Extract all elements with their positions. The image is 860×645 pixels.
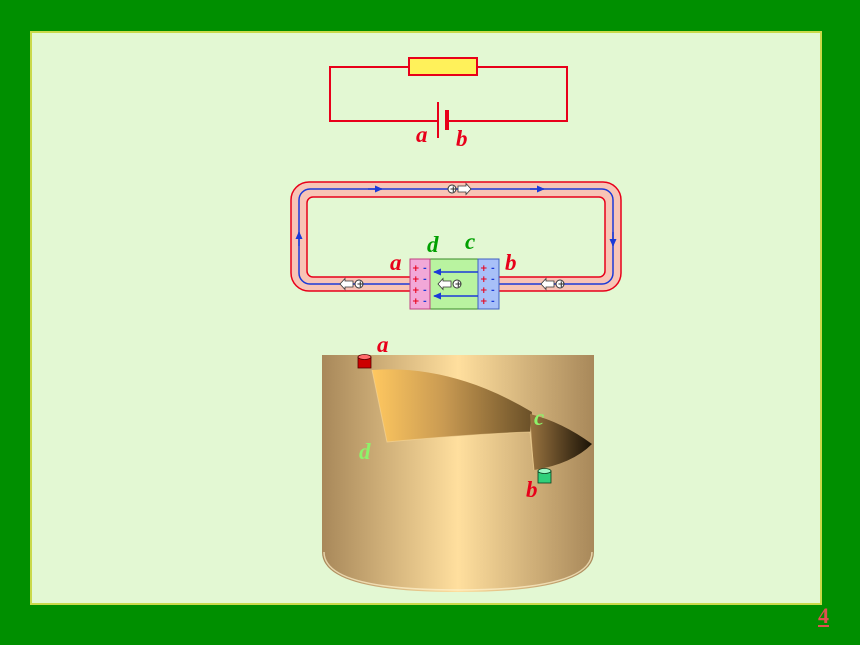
ramp-surface — [372, 369, 532, 442]
svg-text:+: + — [480, 275, 488, 285]
terminal-b-plate — [477, 258, 500, 310]
label-b-mid: b — [505, 250, 517, 275]
svg-text:+: + — [412, 297, 420, 307]
terminal-b-charges: + - + - + - + - — [480, 264, 495, 307]
slide-panel: a b + + + — [30, 31, 822, 605]
ramp-shadow — [530, 414, 592, 470]
cylinder-bottom-edge — [323, 551, 593, 591]
positive-charge-top: + — [447, 182, 472, 196]
label-c-cyl: c — [534, 405, 544, 430]
label-a-mid: a — [390, 250, 402, 275]
svg-text:+: + — [558, 280, 566, 290]
terminal-a-plate — [409, 258, 431, 310]
resistor — [408, 57, 478, 76]
charge-flow-circuit: + + + + - + - + - + - + - — [290, 181, 622, 310]
svg-text:+: + — [412, 275, 420, 285]
ramp-edge — [371, 369, 535, 471]
label-a-terminal: a — [416, 122, 428, 147]
svg-text:-: - — [491, 275, 495, 285]
terminal-a-charges: + - + - + - + - — [412, 264, 427, 307]
svg-text:+: + — [412, 286, 420, 296]
svg-text:-: - — [423, 297, 427, 307]
cylinder-model: a b c d — [322, 332, 594, 592]
terminal-b-cylinder — [537, 468, 552, 484]
label-c-mid: c — [465, 229, 475, 254]
svg-text:+: + — [480, 286, 488, 296]
svg-text:+: + — [412, 264, 420, 274]
terminal-a-cylinder — [357, 354, 372, 369]
svg-text:-: - — [423, 275, 427, 285]
svg-text:-: - — [423, 264, 427, 274]
svg-text:+: + — [480, 264, 488, 274]
diagram-canvas: a b + + + — [290, 57, 622, 592]
simple-circuit: a b — [329, 57, 568, 151]
svg-text:+: + — [480, 297, 488, 307]
positive-charge-bottom-right: + — [540, 277, 566, 291]
svg-text:-: - — [491, 264, 495, 274]
svg-text:-: - — [491, 297, 495, 307]
svg-text:-: - — [423, 286, 427, 296]
label-d-mid: d — [427, 232, 439, 257]
label-a-cyl: a — [377, 332, 389, 357]
svg-text:+: + — [357, 280, 365, 290]
svg-text:+: + — [455, 280, 463, 290]
page-number-link[interactable]: 4 — [818, 603, 829, 628]
label-d-cyl: d — [359, 439, 371, 464]
label-b-terminal: b — [456, 126, 468, 151]
positive-charge-internal: + — [437, 277, 463, 291]
svg-text:+: + — [450, 185, 458, 195]
label-b-cyl: b — [526, 477, 538, 502]
svg-text:-: - — [491, 286, 495, 296]
positive-charge-bottom-left: + — [339, 277, 365, 291]
